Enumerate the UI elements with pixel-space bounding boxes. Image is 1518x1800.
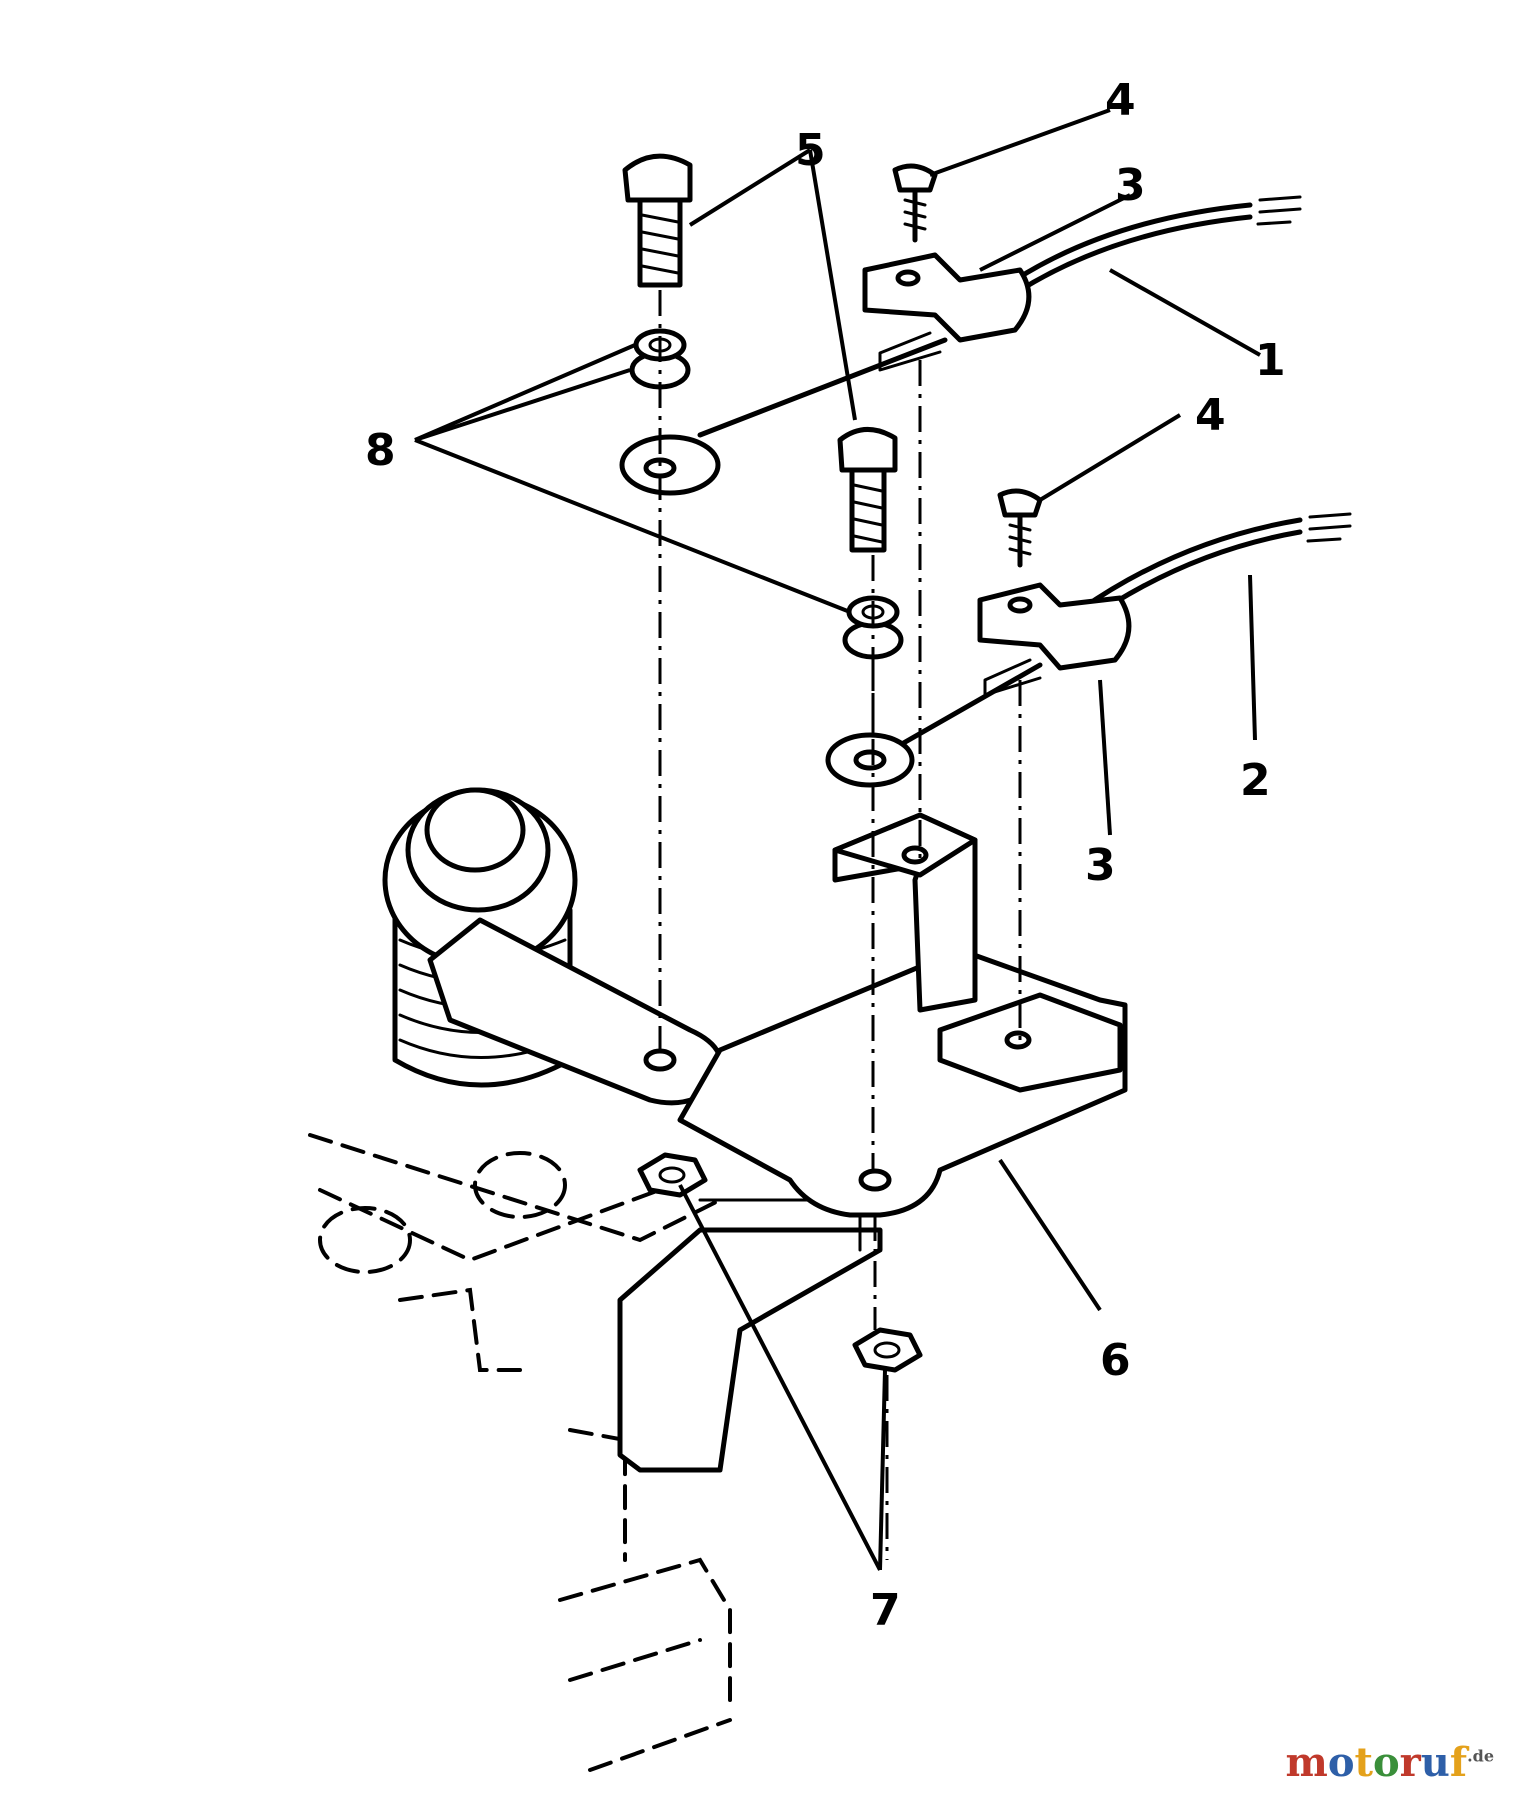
callout-5: 5 <box>795 125 826 176</box>
screw-upper <box>892 163 938 243</box>
nut-left <box>637 1152 708 1198</box>
bolt-right <box>837 427 898 553</box>
assembly-lines <box>658 290 1022 1560</box>
lower-bracket <box>617 1198 883 1473</box>
callout-6: 6 <box>1100 1335 1131 1386</box>
nut-right <box>852 1327 923 1373</box>
callout-1: 1 <box>1255 335 1286 386</box>
main-bracket <box>677 812 1128 1218</box>
callouts: 1 2 3 3 4 4 5 6 7 8 <box>365 75 1286 1636</box>
cable-lower <box>825 512 1352 788</box>
callout-3-upper: 3 <box>1115 160 1146 211</box>
leader-lines <box>414 108 1261 1571</box>
cable-upper <box>619 195 1302 496</box>
callout-7: 7 <box>870 1585 901 1636</box>
screw-lower <box>997 488 1043 568</box>
callout-4-upper: 4 <box>1105 75 1136 126</box>
callout-2: 2 <box>1240 755 1271 806</box>
callout-4-lower: 4 <box>1195 390 1226 441</box>
watermark-brand: motoruf <box>1285 1739 1468 1786</box>
watermark-logo: motoruf.de <box>1285 1739 1494 1786</box>
callout-3-lower: 3 <box>1085 840 1116 891</box>
bolt-left <box>622 153 693 288</box>
watermark-suffix: .de <box>1467 1746 1494 1766</box>
callout-8: 8 <box>365 425 396 476</box>
